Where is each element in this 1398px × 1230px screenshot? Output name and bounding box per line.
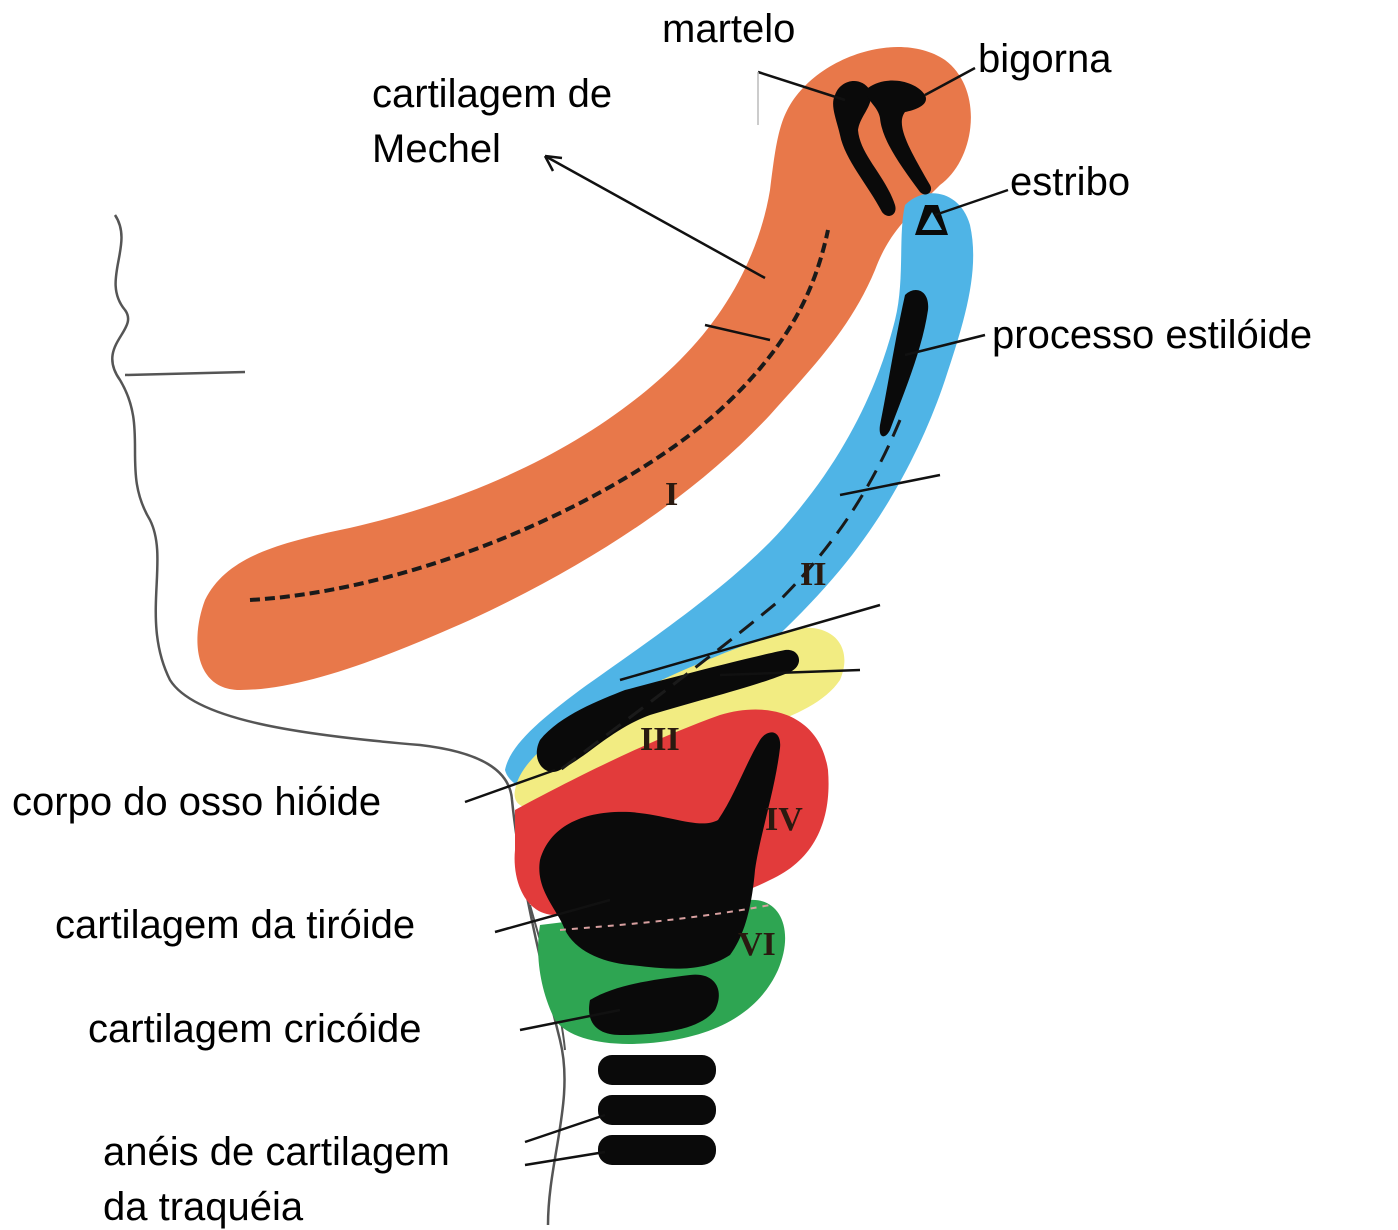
label-martelo: martelo [662, 7, 795, 51]
label-mechel-line2: Mechel [372, 127, 501, 171]
arch-numeral-vi: VI [738, 926, 776, 963]
arch-numeral-iv: IV [765, 801, 803, 838]
label-aneis-line2: da traquéia [103, 1185, 304, 1229]
arch-numeral-ii: II [800, 556, 826, 593]
nose-line [125, 372, 245, 375]
arch-numeral-i: I [665, 476, 678, 513]
label-bigorna: bigorna [978, 37, 1112, 81]
tracheal-ring-2 [598, 1095, 716, 1125]
tracheal-ring-1 [598, 1055, 716, 1085]
label-estiloide: processo estilóide [992, 313, 1312, 357]
label-mechel-line1: cartilagem de [372, 72, 612, 116]
arch-numeral-iii: III [640, 721, 680, 758]
aneis-pointer-1 [525, 1115, 605, 1142]
mechel-arrow-line [545, 156, 765, 278]
label-tiroide: cartilagem da tiróide [55, 903, 415, 947]
face-profile-outline [112, 215, 564, 1225]
aneis-pointer-2 [525, 1152, 605, 1165]
label-aneis-line1: anéis de cartilagem [103, 1130, 450, 1174]
label-hioide: corpo do osso hióide [12, 780, 381, 824]
label-estribo: estribo [1010, 160, 1130, 204]
label-cricoide: cartilagem cricóide [88, 1007, 421, 1051]
tracheal-ring-3 [598, 1135, 716, 1165]
